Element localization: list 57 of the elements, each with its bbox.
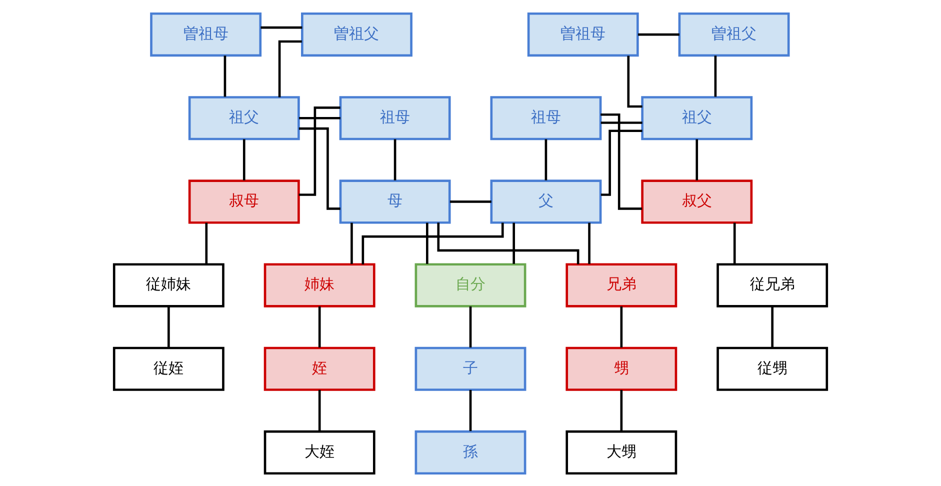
node-box: 従甥 (716, 346, 828, 390)
connector (600, 112, 642, 210)
connector (299, 116, 340, 119)
connector (362, 222, 504, 264)
node-box: 兄弟 (566, 262, 678, 307)
connector (260, 26, 302, 28)
connector (298, 126, 340, 210)
connector (638, 32, 680, 36)
node-box: 子 (414, 346, 526, 390)
connector (437, 222, 580, 264)
connector (733, 222, 736, 264)
connector (620, 389, 623, 431)
node-box: 母 (339, 179, 451, 224)
node-box: 叔母 (188, 179, 300, 224)
connector (318, 306, 321, 347)
node-box: 孫 (414, 430, 526, 474)
node-box: 曽祖父 (678, 12, 790, 56)
connector (242, 138, 246, 180)
connector (469, 389, 472, 431)
node-box: 曽祖母 (527, 12, 639, 56)
node-box: 祖母 (339, 96, 451, 140)
node-box: 大甥 (566, 430, 678, 474)
connector (600, 121, 642, 124)
node-box: 祖父 (188, 96, 300, 140)
connector (588, 222, 590, 264)
connector (714, 55, 717, 96)
connector (350, 222, 353, 264)
connector (771, 306, 774, 347)
node-box: 大姪 (264, 430, 376, 474)
connector (278, 40, 302, 97)
connector (600, 129, 642, 196)
node-box: 叔父 (641, 179, 753, 224)
connector (469, 306, 472, 347)
node-box: 父 (490, 179, 602, 224)
node-box: 曽祖母 (150, 12, 262, 56)
node-box: 甥 (566, 346, 678, 390)
node-box: 従兄弟 (716, 262, 828, 307)
connector (544, 138, 548, 180)
connector (696, 138, 698, 180)
connector (450, 200, 492, 202)
connector (620, 306, 623, 347)
connector (224, 55, 226, 96)
connector (168, 306, 170, 347)
node-box: 祖父 (641, 96, 753, 140)
node-box: 姉妹 (264, 262, 376, 307)
node-box: 自分 (414, 262, 526, 307)
node-box: 曽祖父 (301, 12, 412, 56)
node-box: 祖母 (490, 96, 602, 140)
node-box: 従姪 (112, 346, 224, 390)
connector (627, 55, 642, 108)
connector (512, 222, 515, 264)
connector (205, 222, 208, 264)
connector (426, 222, 428, 264)
node-box: 姪 (264, 346, 376, 390)
node-box: 従姉妹 (112, 262, 224, 307)
connector (394, 138, 396, 180)
connector (318, 389, 321, 431)
